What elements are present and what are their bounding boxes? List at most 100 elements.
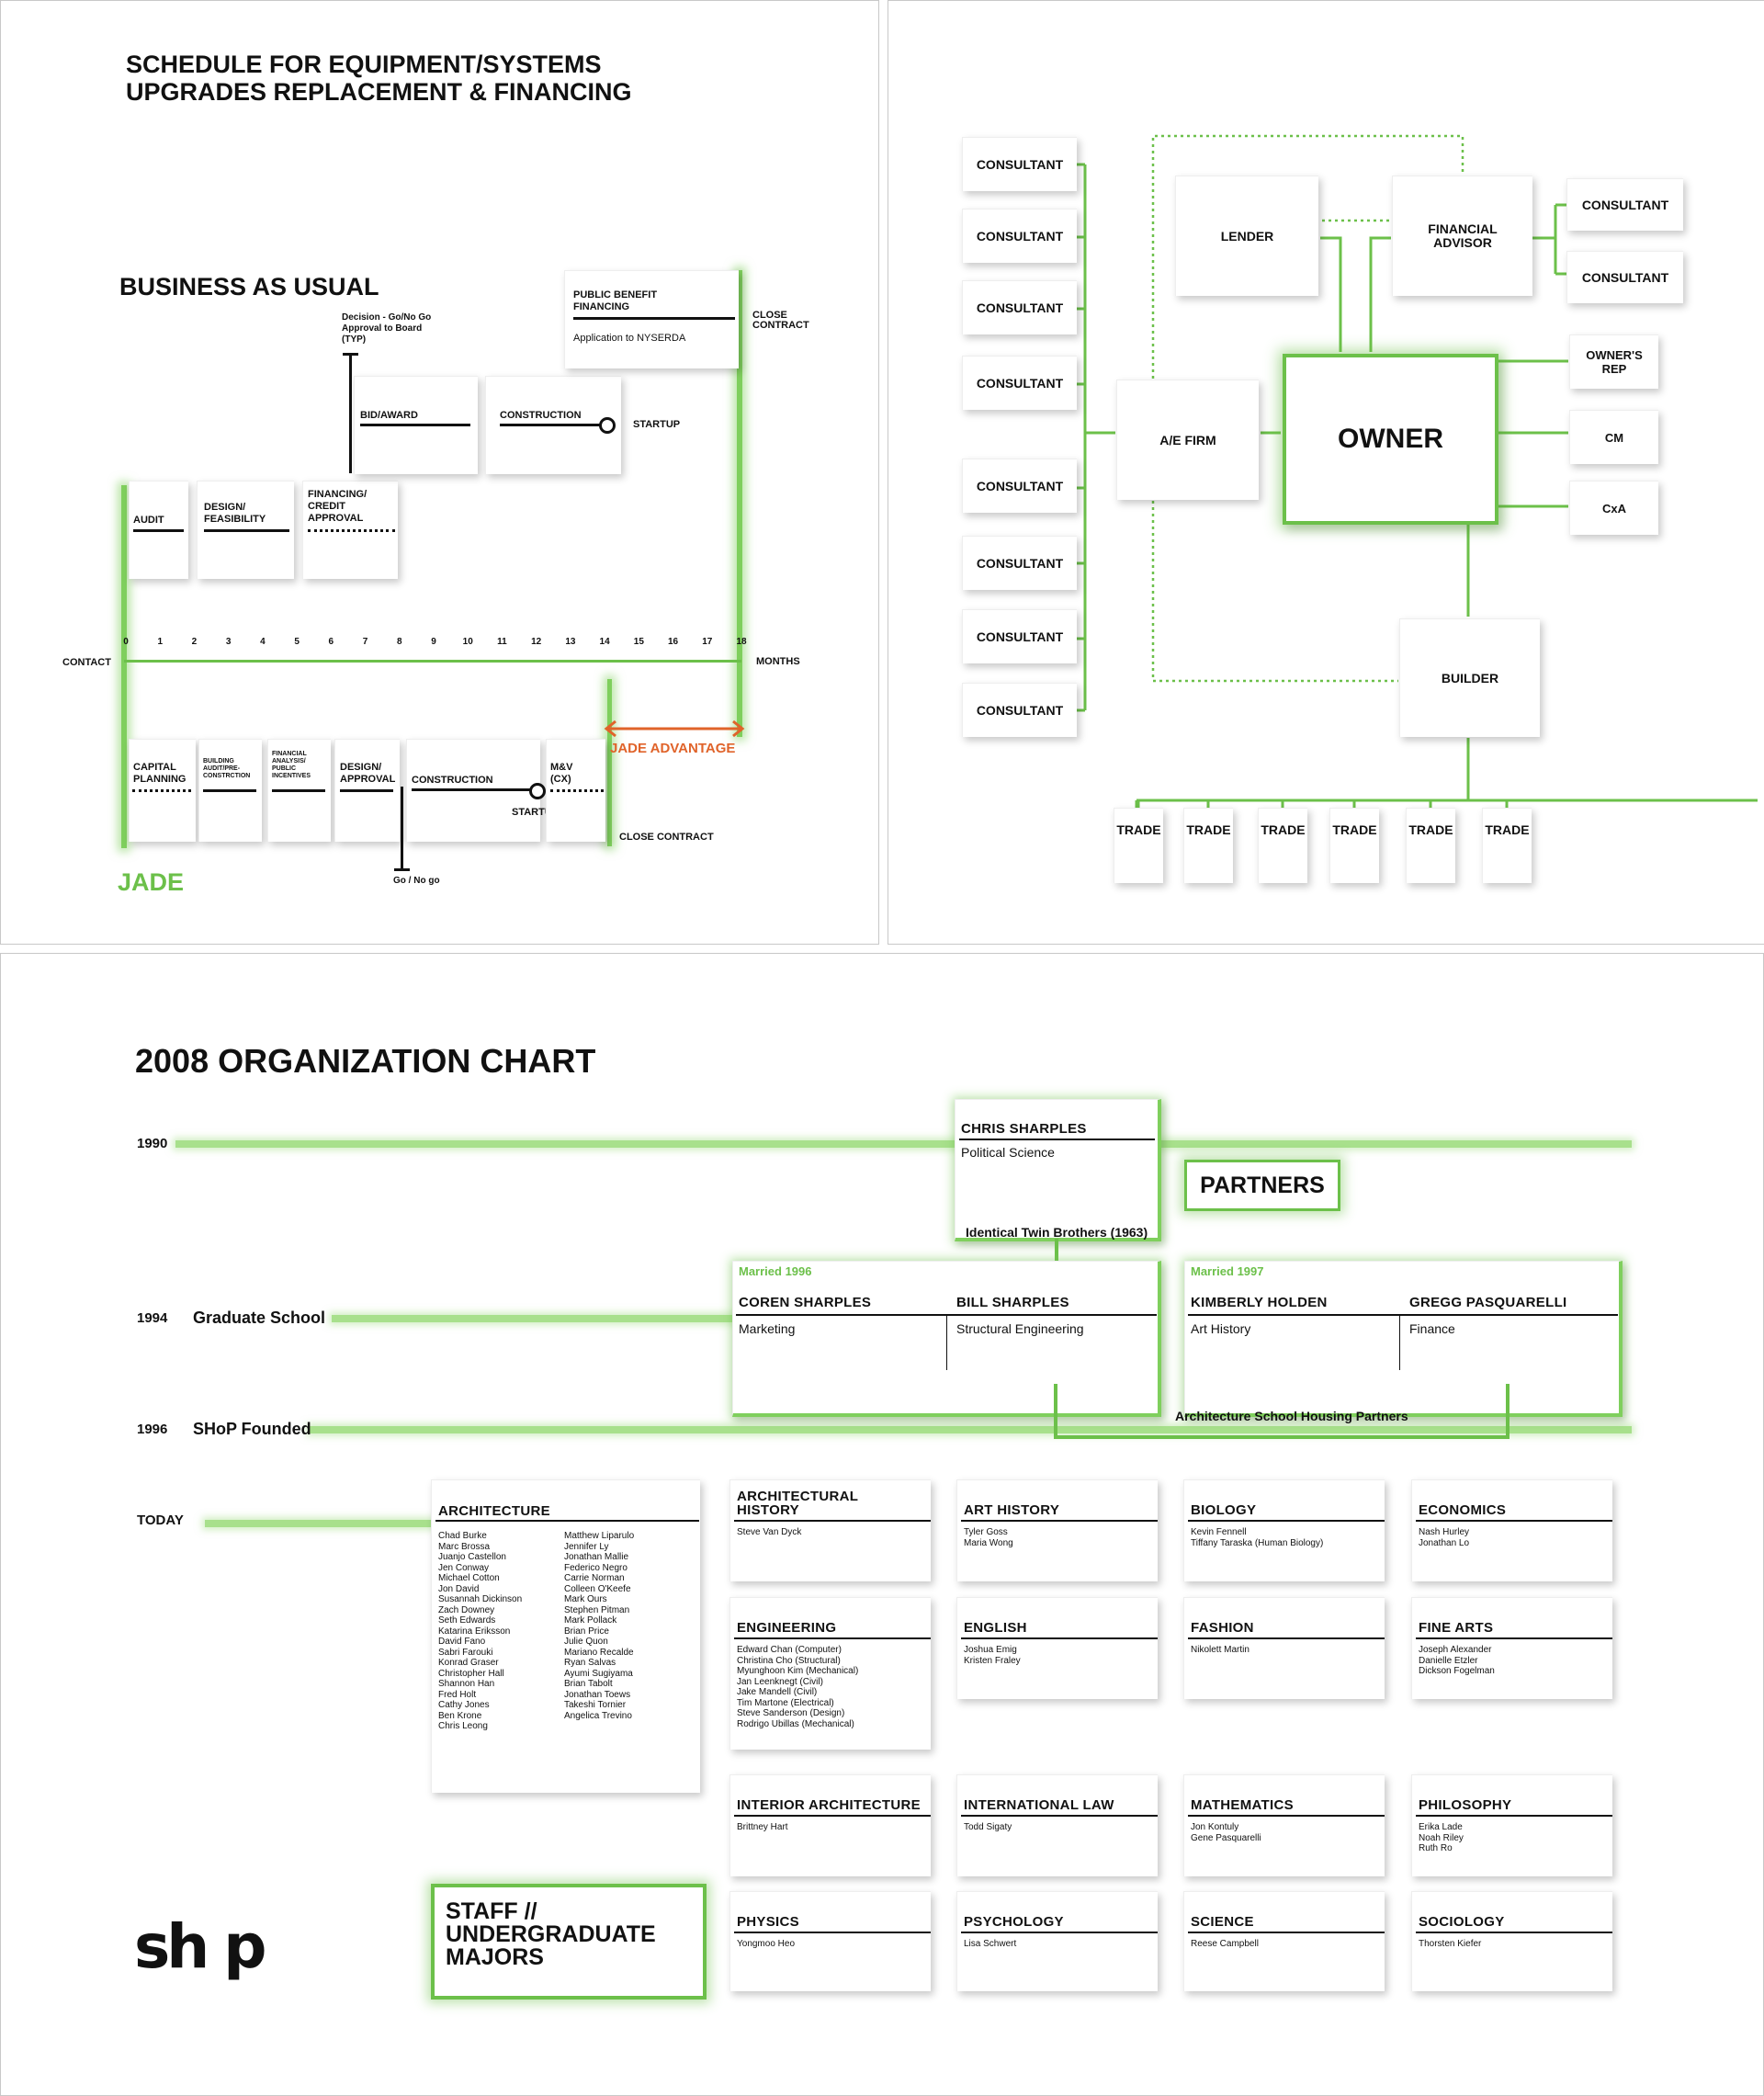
month-tick-12: 12 bbox=[531, 637, 542, 647]
major-box-sociology bbox=[1411, 1891, 1612, 1991]
consultant-right-2: CONSULTANT bbox=[1566, 251, 1683, 303]
major-rule bbox=[1416, 1815, 1612, 1817]
decision-marker-cap bbox=[343, 353, 358, 356]
shop-logo: sh p bbox=[134, 1911, 266, 1982]
major-title: SOCIOLOGY bbox=[1419, 1914, 1505, 1930]
builder-box: BUILDER bbox=[1399, 618, 1540, 737]
timeline-1990 bbox=[175, 1140, 1632, 1148]
major-box-biology bbox=[1183, 1479, 1385, 1581]
kimberly-field: Art History bbox=[1191, 1321, 1251, 1336]
design-approval-label: DESIGN/ APPROVAL bbox=[340, 762, 396, 785]
major-box-philosophy bbox=[1411, 1774, 1612, 1876]
year-today: TODAY bbox=[137, 1513, 184, 1528]
kimberly-name: KIMBERLY HOLDEN bbox=[1191, 1295, 1328, 1310]
close-contract-top: CLOSE CONTRACT bbox=[752, 310, 809, 331]
major-box-mathematics bbox=[1183, 1774, 1385, 1876]
mv-dotted bbox=[550, 789, 604, 792]
startup-top-circle bbox=[599, 417, 616, 434]
major-box-psychology bbox=[956, 1891, 1158, 1991]
consultant-left-5: CONSULTANT bbox=[962, 459, 1077, 513]
housing-connector bbox=[1054, 1384, 1510, 1439]
startup-bottom-circle bbox=[529, 783, 546, 799]
month-tick-0: 0 bbox=[123, 637, 129, 647]
ae-firm-box: A/E FIRM bbox=[1116, 380, 1259, 500]
couple-1997-box bbox=[1184, 1261, 1623, 1417]
design-feasibility-label: DESIGN/ FEASIBILITY bbox=[204, 502, 266, 525]
year-1996: 1996 bbox=[137, 1422, 168, 1437]
owners-rep-box: OWNER'S REP bbox=[1569, 334, 1658, 389]
architecture-box bbox=[431, 1479, 700, 1793]
coren-name: COREN SHARPLES bbox=[739, 1295, 872, 1310]
cm-box: CM bbox=[1569, 410, 1658, 464]
married-1996: Married 1996 bbox=[739, 1264, 812, 1278]
pbf-line bbox=[573, 317, 735, 320]
go-no-go-cap bbox=[394, 868, 410, 871]
schedule-title-line1: SCHEDULE FOR EQUIPMENT/SYSTEMS bbox=[126, 51, 602, 78]
project-chart-panel: CONSULTANT CONSULTANT CONSULTANT CONSULTANT… bbox=[888, 0, 1764, 945]
month-tick-15: 15 bbox=[633, 637, 644, 647]
major-title: SCIENCE bbox=[1191, 1914, 1254, 1930]
lender-box: LENDER bbox=[1175, 176, 1318, 296]
chris-rule bbox=[959, 1139, 1155, 1140]
major-names: Thorsten Kiefer bbox=[1419, 1939, 1482, 1949]
major-names: Nash Hurley Jonathan Lo bbox=[1419, 1527, 1470, 1548]
jade-advantage-arrow bbox=[604, 719, 745, 738]
major-box-interior-architecture bbox=[729, 1774, 931, 1876]
financial-analysis-label: FINANCIAL ANALYSIS/ PUBLIC INCENTIVES bbox=[272, 751, 311, 779]
construction-bottom-line bbox=[412, 788, 533, 791]
month-tick-10: 10 bbox=[462, 637, 473, 647]
year-1994: 1994 bbox=[137, 1310, 168, 1326]
architecture-col2: Matthew Liparulo Jennifer Ly Jonathan Ma… bbox=[564, 1531, 635, 1721]
major-rule bbox=[961, 1520, 1158, 1522]
architecture-title: ARCHITECTURE bbox=[438, 1503, 550, 1519]
major-names: Joseph Alexander Danielle Etzler Dickson… bbox=[1419, 1645, 1495, 1676]
financing-label: FINANCING/ CREDIT APPROVAL bbox=[308, 489, 368, 524]
bid-award-label: BID/AWARD bbox=[360, 410, 418, 421]
major-names: Edward Chan (Computer) Christina Cho (St… bbox=[737, 1645, 859, 1729]
trade-box-3: TRADE bbox=[1258, 808, 1307, 883]
major-names: Joshua Emig Kristen Fraley bbox=[964, 1645, 1021, 1666]
month-tick-9: 9 bbox=[431, 637, 436, 647]
major-rule bbox=[961, 1815, 1158, 1817]
capital-dotted bbox=[132, 789, 191, 792]
trade-box-6: TRADE bbox=[1482, 808, 1532, 883]
major-names: Kevin Fennell Tiffany Taraska (Human Bio… bbox=[1191, 1527, 1324, 1548]
major-rule bbox=[1188, 1815, 1385, 1817]
major-box-engineering bbox=[729, 1597, 931, 1750]
financial-analysis-line bbox=[272, 789, 325, 792]
major-title: PHILOSOPHY bbox=[1419, 1797, 1512, 1813]
major-rule bbox=[734, 1815, 931, 1817]
month-tick-18: 18 bbox=[736, 637, 747, 647]
major-rule bbox=[1416, 1932, 1612, 1933]
right-green-bar bbox=[737, 270, 742, 737]
financing-dotted bbox=[308, 529, 395, 532]
consultant-left-7: CONSULTANT bbox=[962, 609, 1077, 663]
coren-field: Marketing bbox=[739, 1321, 796, 1336]
month-tick-14: 14 bbox=[599, 637, 610, 647]
couple-1997-divider bbox=[1399, 1315, 1400, 1370]
major-rule bbox=[1416, 1520, 1612, 1522]
shop-founded-label: SHoP Founded bbox=[193, 1420, 311, 1438]
close-contract-bottom: CLOSE CONTRACT bbox=[619, 832, 714, 843]
contact-label: CONTACT bbox=[62, 657, 111, 668]
couple-1997-rule bbox=[1188, 1314, 1618, 1316]
major-names: Steve Van Dyck bbox=[737, 1527, 802, 1537]
cxa-box: CxA bbox=[1569, 481, 1658, 535]
major-names: Reese Campbell bbox=[1191, 1939, 1259, 1949]
twins-note: Identical Twin Brothers (1963) bbox=[966, 1225, 1148, 1240]
consultant-left-1: CONSULTANT bbox=[962, 137, 1077, 191]
month-tick-5: 5 bbox=[294, 637, 300, 647]
go-no-go-line bbox=[401, 787, 403, 870]
major-names: Lisa Schwert bbox=[964, 1939, 1017, 1949]
financial-advisor-box: FINANCIAL ADVISOR bbox=[1392, 176, 1532, 296]
consultant-left-4: CONSULTANT bbox=[962, 356, 1077, 410]
jade-finish-bar bbox=[607, 679, 612, 846]
gregg-field: Finance bbox=[1409, 1321, 1455, 1336]
major-title: PSYCHOLOGY bbox=[964, 1914, 1064, 1930]
major-rule bbox=[734, 1520, 931, 1522]
consultant-left-2: CONSULTANT bbox=[962, 209, 1077, 263]
month-tick-6: 6 bbox=[328, 637, 334, 647]
major-title: FINE ARTS bbox=[1419, 1620, 1494, 1636]
year-1990: 1990 bbox=[137, 1136, 168, 1151]
partners-box: PARTNERS bbox=[1184, 1160, 1340, 1211]
